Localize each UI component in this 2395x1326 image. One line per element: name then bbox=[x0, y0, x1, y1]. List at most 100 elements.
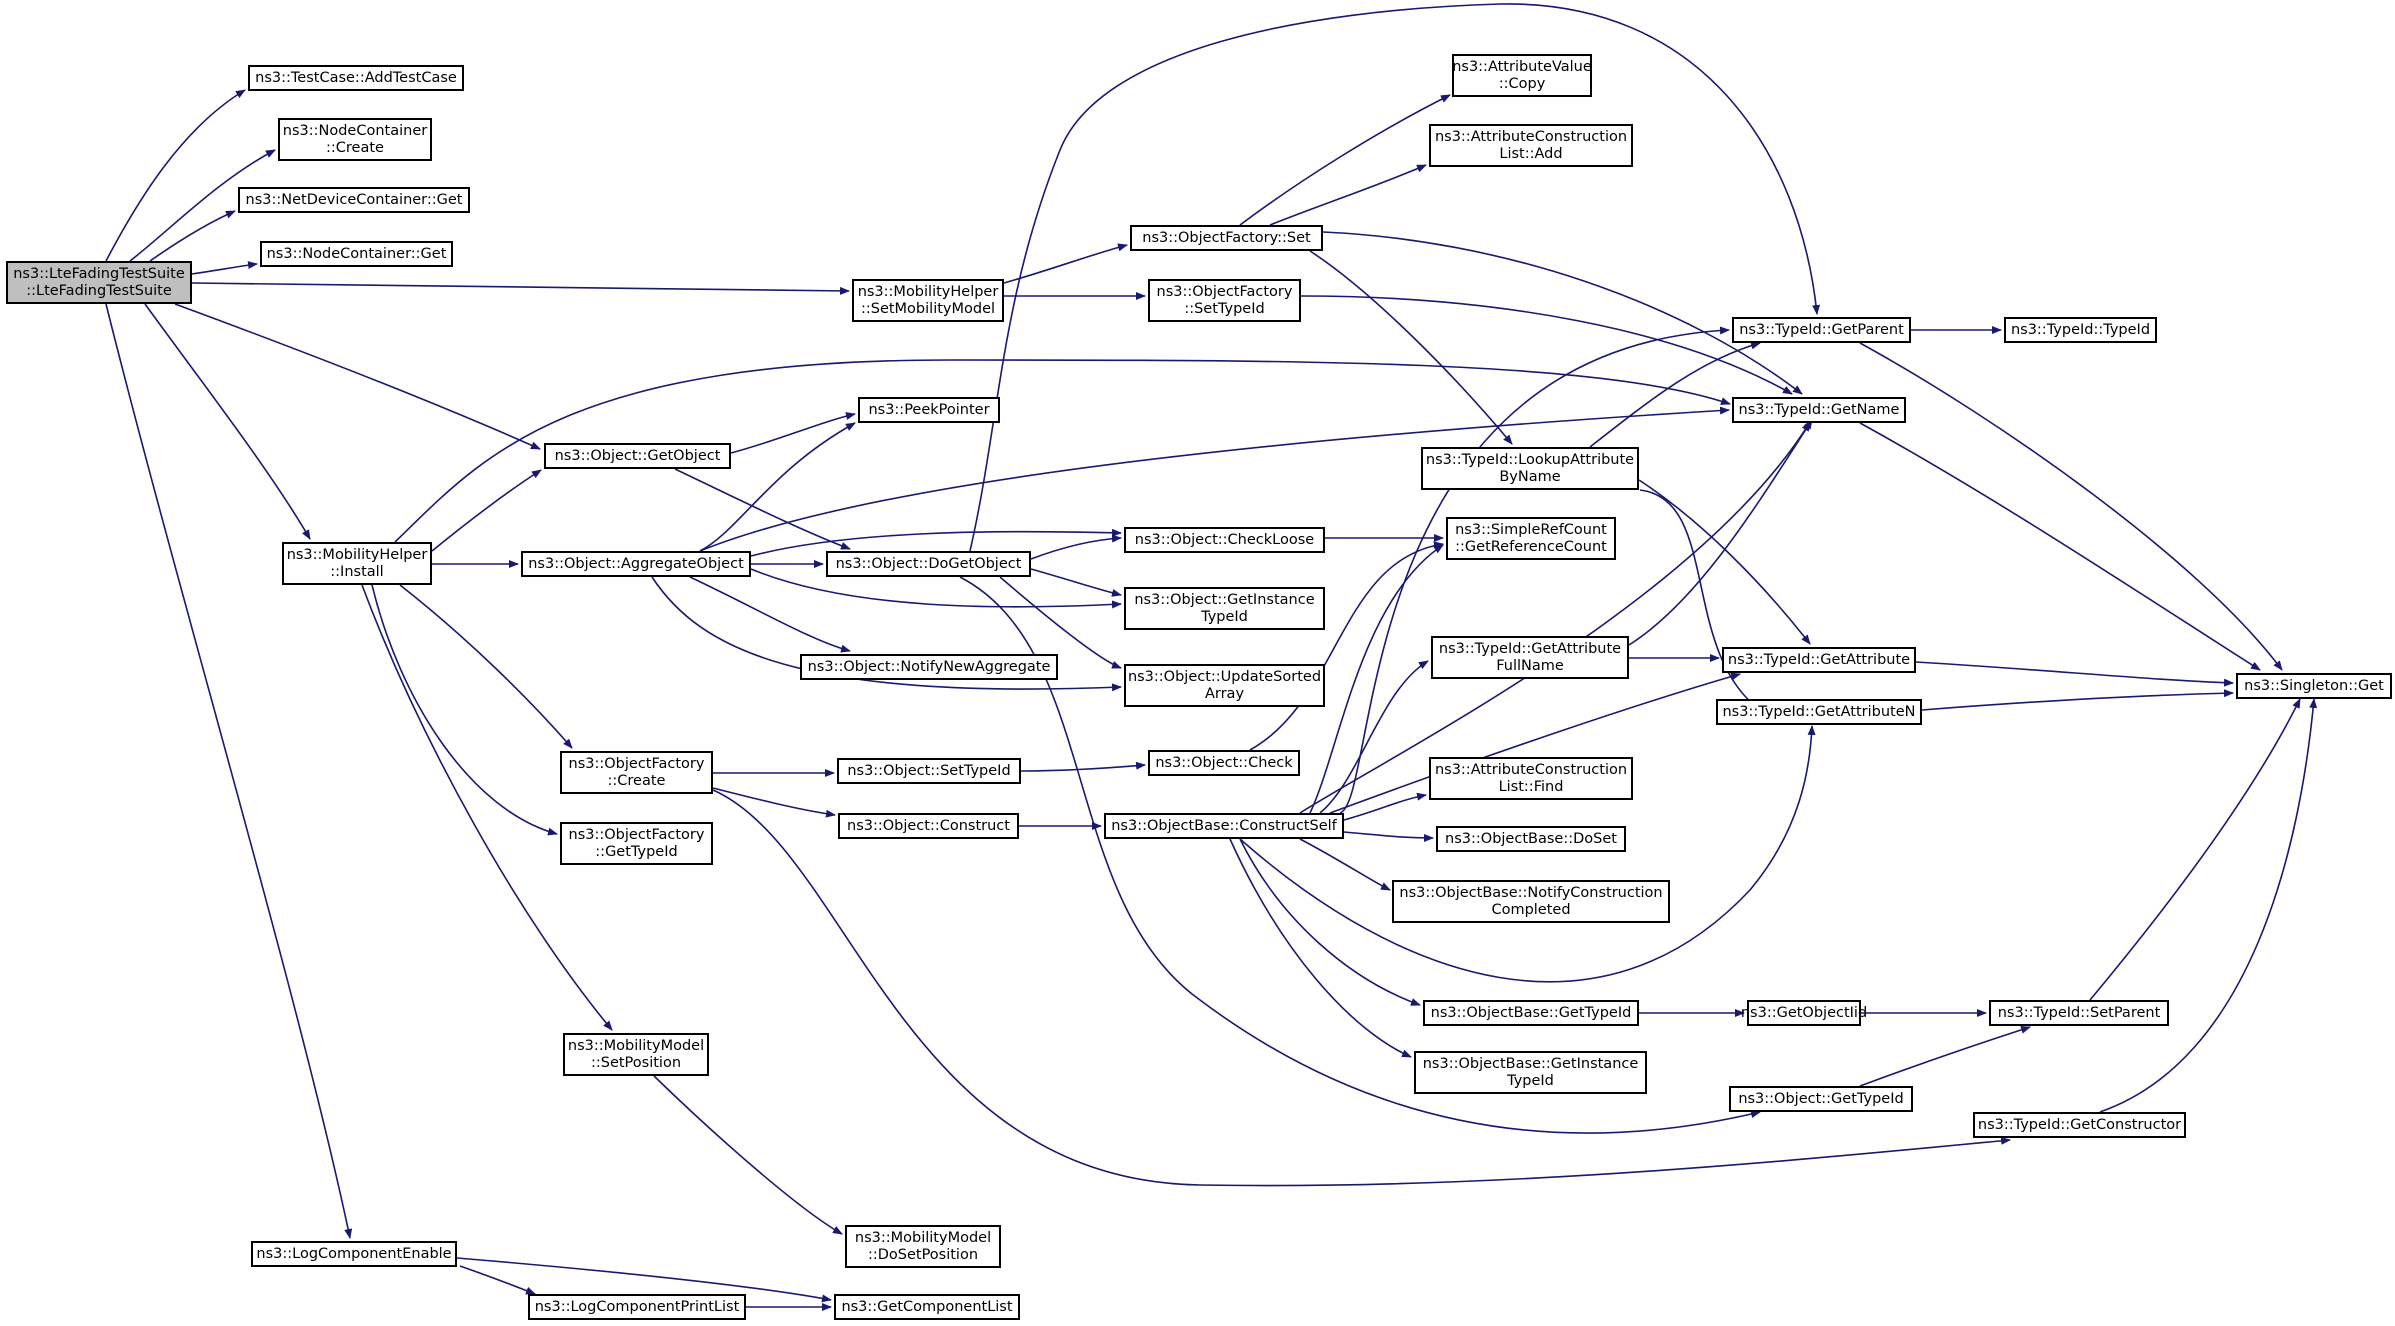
call-edge-typeIdGetAttribute-to-singletonGet bbox=[1915, 661, 2234, 687]
node-getReferenceCount[interactable]: ns3::SimpleRefCount::GetReferenceCount bbox=[1446, 517, 1616, 560]
node-setPosition[interactable]: ns3::MobilityModel::SetPosition bbox=[563, 1033, 709, 1076]
call-edge-root-to-setMobilityModel bbox=[191, 282, 850, 295]
node-label-line: ns3::GetObjectIid bbox=[1740, 1004, 1868, 1021]
node-checkLoose[interactable]: ns3::Object::CheckLoose bbox=[1124, 527, 1325, 553]
node-attributeValueCopy[interactable]: ns3::AttributeValue::Copy bbox=[1452, 54, 1592, 97]
call-edge-objectSetTypeId-to-objectCheck bbox=[1020, 761, 1146, 772]
node-aggregateObject[interactable]: ns3::Object::AggregateObject bbox=[521, 551, 751, 577]
call-edge-logComponentEnable-to-logComponentPrintList bbox=[459, 1265, 536, 1295]
call-edge-factoryCreate-to-typeIdGetConstructor bbox=[712, 789, 2011, 1187]
node-nodeContainerCreate[interactable]: ns3::NodeContainer::Create bbox=[278, 118, 432, 161]
node-label-line: ns3::Singleton::Get bbox=[2244, 677, 2384, 694]
call-edge-aggregateObject-to-checkLoose bbox=[750, 528, 1122, 557]
call-edge-root-to-addTestCase bbox=[105, 89, 246, 262]
node-setMobilityModel[interactable]: ns3::MobilityHelper::SetMobilityModel bbox=[852, 279, 1004, 322]
node-doSetPosition[interactable]: ns3::MobilityModel::DoSetPosition bbox=[845, 1225, 1001, 1268]
call-edge-constructSelf-to-typeIdGetAttributeN bbox=[1239, 725, 1816, 983]
node-label-line: ns3::LogComponentPrintList bbox=[534, 1298, 740, 1315]
node-mobilityInstall[interactable]: ns3::MobilityHelper::Install bbox=[282, 542, 432, 585]
call-edge-root-to-logComponentEnable bbox=[105, 303, 353, 1239]
node-label-line: ns3::TypeId::GetParent bbox=[1739, 321, 1904, 338]
node-getComponentList[interactable]: ns3::GetComponentList bbox=[834, 1294, 1020, 1320]
call-edge-typeIdGetParent-to-singletonGet bbox=[1859, 342, 2283, 671]
node-label-line: ns3::ObjectBase::DoSet bbox=[1445, 830, 1617, 847]
call-edge-objectGetObject-to-doGetObject bbox=[674, 468, 851, 550]
node-label-line: ::Create bbox=[326, 139, 384, 156]
call-edge-constructSelf-to-objectBaseGetTypeId bbox=[1239, 838, 1421, 1006]
node-singletonGet[interactable]: ns3::Singleton::Get bbox=[2236, 673, 2392, 699]
node-label-line: ::Copy bbox=[1498, 75, 1546, 92]
call-edge-typeIdGetConstructor-to-singletonGet bbox=[2099, 698, 2318, 1113]
node-label-line: Array bbox=[1204, 685, 1245, 702]
node-label-line: ns3::AttributeConstruction bbox=[1434, 761, 1628, 778]
call-edge-constructSelf-to-getAttributeFullName bbox=[1319, 660, 1429, 814]
node-factorySetTypeId[interactable]: ns3::ObjectFactory::SetTypeId bbox=[1148, 279, 1301, 322]
node-label-line: ns3::ObjectFactory bbox=[568, 755, 705, 772]
node-objectBaseDoSet[interactable]: ns3::ObjectBase::DoSet bbox=[1436, 826, 1626, 852]
node-factoryGetTypeId[interactable]: ns3::ObjectFactory::GetTypeId bbox=[560, 822, 713, 865]
node-label-line: ns3::ObjectBase::GetTypeId bbox=[1430, 1004, 1632, 1021]
call-edge-factorySet-to-attrConstructionAdd bbox=[1269, 164, 1427, 226]
node-objectBaseGetTypeId[interactable]: ns3::ObjectBase::GetTypeId bbox=[1423, 1000, 1639, 1026]
node-notifyNewAggregate[interactable]: ns3::Object::NotifyNewAggregate bbox=[800, 654, 1058, 680]
node-root[interactable]: ns3::LteFadingTestSuite::LteFadingTestSu… bbox=[6, 261, 192, 304]
node-netDeviceContainerGet[interactable]: ns3::NetDeviceContainer::Get bbox=[238, 187, 470, 213]
node-addTestCase[interactable]: ns3::TestCase::AddTestCase bbox=[248, 65, 464, 91]
node-factoryCreate[interactable]: ns3::ObjectFactory::Create bbox=[560, 751, 713, 794]
node-objectCheck[interactable]: ns3::Object::Check bbox=[1148, 750, 1300, 776]
call-edge-constructSelf-to-attrConstructionFind bbox=[1343, 792, 1427, 821]
call-edge-factorySet-to-lookupAttributeByName bbox=[1309, 250, 1513, 445]
node-factorySet[interactable]: ns3::ObjectFactory::Set bbox=[1130, 225, 1323, 251]
node-typeIdTypeId[interactable]: ns3::TypeId::TypeId bbox=[2004, 317, 2157, 343]
call-edge-mobilityInstall-to-objectGetObject bbox=[431, 469, 542, 552]
node-label-line: ns3::MobilityModel bbox=[567, 1037, 705, 1054]
node-label-line: ns3::Object::DoGetObject bbox=[835, 555, 1022, 572]
node-typeIdGetConstructor[interactable]: ns3::TypeId::GetConstructor bbox=[1973, 1112, 2186, 1138]
node-objectConstruct[interactable]: ns3::Object::Construct bbox=[838, 813, 1019, 839]
node-objectGetObject[interactable]: ns3::Object::GetObject bbox=[544, 443, 731, 469]
call-edge-getAttributeFullName-to-typeIdGetName bbox=[1628, 419, 1813, 646]
node-label-line: ns3::Object::Construct bbox=[847, 817, 1010, 834]
node-peekPointer[interactable]: ns3::PeekPointer bbox=[858, 397, 1000, 423]
node-typeIdGetAttributeN[interactable]: ns3::TypeId::GetAttributeN bbox=[1716, 699, 1922, 725]
node-label-line: ByName bbox=[1499, 468, 1561, 485]
node-objectSetTypeId[interactable]: ns3::Object::SetTypeId bbox=[837, 758, 1021, 784]
node-typeIdGetAttribute[interactable]: ns3::TypeId::GetAttribute bbox=[1722, 647, 1916, 673]
node-label-line: ns3::TypeId::GetAttributeN bbox=[1722, 703, 1916, 720]
node-label-line: ns3::ObjectFactory bbox=[568, 826, 705, 843]
node-typeIdSetParent[interactable]: ns3::TypeId::SetParent bbox=[1989, 1000, 2169, 1026]
node-nodeContainerGet[interactable]: ns3::NodeContainer::Get bbox=[260, 241, 453, 267]
node-logComponentEnable[interactable]: ns3::LogComponentEnable bbox=[251, 1241, 457, 1267]
call-edge-objectGetTypeId-to-typeIdSetParent bbox=[1859, 1025, 2031, 1087]
node-typeIdGetName[interactable]: ns3::TypeId::GetName bbox=[1732, 397, 1906, 423]
node-logComponentPrintList[interactable]: ns3::LogComponentPrintList bbox=[528, 1294, 746, 1320]
node-label-line: ::SetTypeId bbox=[1184, 300, 1265, 317]
call-edge-constructSelf-to-getReferenceCount bbox=[1309, 544, 1444, 814]
call-edge-constructSelf-to-typeIdGetAttribute bbox=[1329, 672, 1741, 814]
node-doGetObject[interactable]: ns3::Object::DoGetObject bbox=[826, 551, 1031, 577]
node-label-line: ns3::Object::AggregateObject bbox=[528, 555, 744, 572]
call-edge-root-to-mobilityInstall bbox=[144, 303, 311, 540]
node-getObjectIid[interactable]: ns3::GetObjectIid bbox=[1741, 1000, 1867, 1026]
node-constructSelf[interactable]: ns3::ObjectBase::ConstructSelf bbox=[1104, 813, 1344, 839]
call-edge-doGetObject-to-objectGetTypeId bbox=[959, 576, 1761, 1134]
node-label-line: ns3::Object::GetTypeId bbox=[1738, 1090, 1904, 1107]
node-typeIdGetParent[interactable]: ns3::TypeId::GetParent bbox=[1732, 317, 1911, 343]
node-label-line: ns3::GetComponentList bbox=[841, 1298, 1013, 1315]
node-label-line: ::Install bbox=[330, 563, 384, 580]
node-label-line: List::Find bbox=[1498, 778, 1564, 795]
node-label-line: ns3::TestCase::AddTestCase bbox=[255, 69, 457, 86]
node-objectGetTypeId[interactable]: ns3::Object::GetTypeId bbox=[1729, 1086, 1913, 1112]
call-edge-lookupAttributeByName-to-typeIdGetAttribute bbox=[1638, 479, 1811, 645]
node-label-line: ns3::NodeContainer bbox=[282, 122, 428, 139]
